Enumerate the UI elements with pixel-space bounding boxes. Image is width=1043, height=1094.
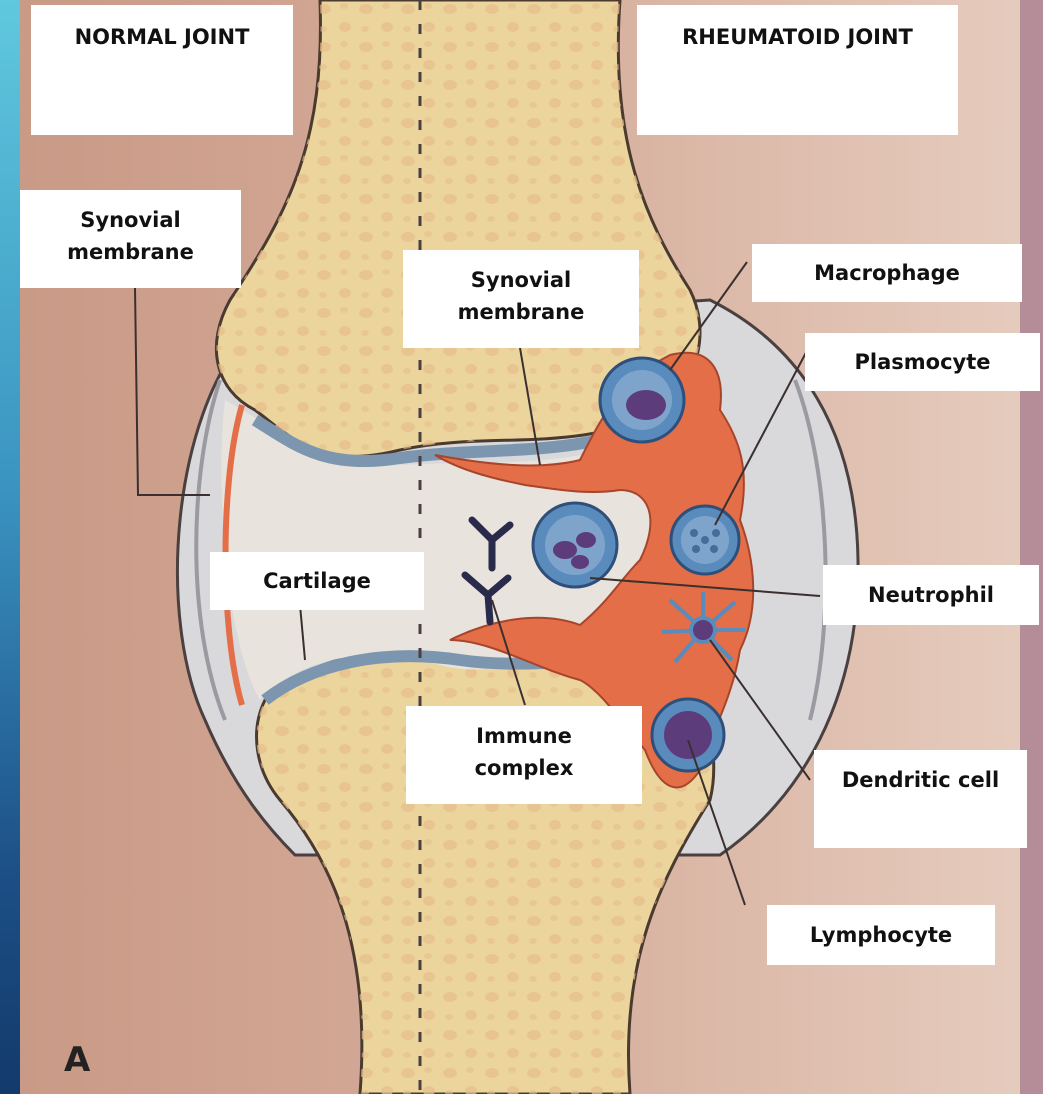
label-line: Synovial [403,264,639,296]
label-plasmocyte: Plasmocyte [805,333,1040,391]
heading-rheumatoid-text: RHEUMATOID JOINT [637,21,958,53]
heading-rheumatoid-joint: RHEUMATOID JOINT [637,5,958,135]
label-line: membrane [403,296,639,328]
label-line: Neutrophil [823,579,1039,611]
label-line: Lymphocyte [767,919,995,951]
macrophage-cell [600,358,684,442]
label-line: Macrophage [752,257,1022,289]
label-neutrophil: Neutrophil [823,565,1039,625]
label-lymphocyte: Lymphocyte [767,905,995,965]
page-edge-strip [1020,0,1043,1094]
label-line: Immune [406,720,642,752]
label-line: membrane [20,236,241,268]
heading-normal-joint: NORMAL JOINT [31,5,293,135]
panel-letter: A [64,1040,90,1080]
label-immune-complex: Immune complex [406,706,642,804]
label-line: complex [406,752,642,784]
label-line: Dendritic cell [814,764,1027,796]
neutrophil-cell [533,503,617,587]
label-line: Synovial [20,204,241,236]
heading-normal-text: NORMAL JOINT [31,21,293,53]
label-line: Plasmocyte [805,346,1040,378]
joint-diagram: NORMAL JOINT RHEUMATOID JOINT Synovial m… [20,0,1043,1094]
label-cartilage: Cartilage [210,552,424,610]
label-line: Cartilage [210,565,424,597]
label-synovial-membrane-normal: Synovial membrane [20,190,241,288]
label-dendritic-cell: Dendritic cell [814,750,1027,848]
label-macrophage: Macrophage [752,244,1022,302]
label-synovial-membrane-ra: Synovial membrane [403,250,639,348]
lymphocyte-cell [652,699,724,771]
plasmocyte-cell [671,506,739,574]
